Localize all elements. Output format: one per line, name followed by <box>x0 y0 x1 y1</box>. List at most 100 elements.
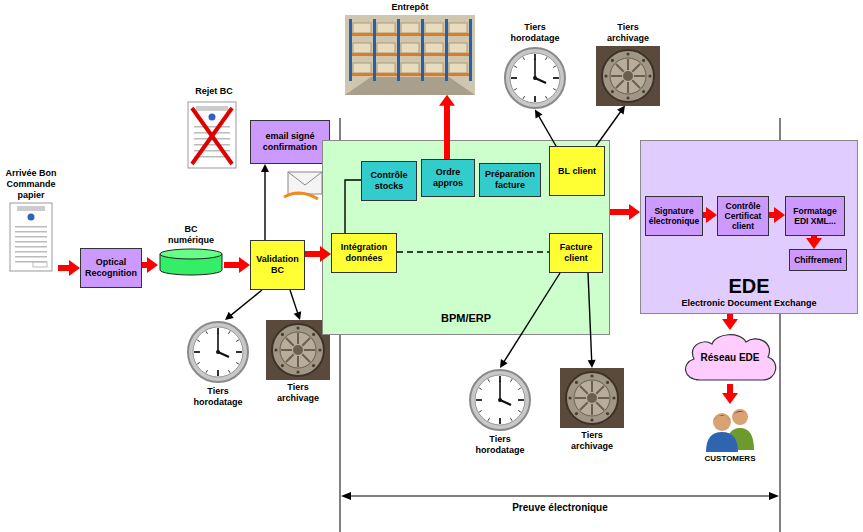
clock-part <box>505 48 565 108</box>
process-box: email signé confirmation <box>250 120 330 164</box>
arrow-head <box>69 260 80 276</box>
clock-part <box>476 399 482 401</box>
ware-part <box>449 23 467 33</box>
decoration-part <box>769 492 779 500</box>
clock-part <box>236 340 239 342</box>
vault-part <box>611 75 622 77</box>
vault-part <box>574 380 610 416</box>
arrow-head <box>722 393 738 404</box>
node-label: Tiers archivage <box>564 430 620 452</box>
people-part <box>732 411 748 416</box>
vault-icon <box>560 368 624 428</box>
node-label: Entrepôt <box>392 2 429 13</box>
vault-part <box>296 370 299 373</box>
clock-part <box>514 88 517 90</box>
clock-part <box>197 340 200 342</box>
clock-part <box>534 96 536 102</box>
decoration-part <box>288 172 322 194</box>
connector-arrow <box>769 207 785 223</box>
clock-part <box>546 57 548 60</box>
node-label: Chiffrement <box>794 255 842 265</box>
people-part <box>706 432 738 452</box>
connector-line <box>264 171 265 240</box>
vault-part <box>575 381 578 384</box>
vault-part <box>575 412 578 415</box>
system-panel: BPM/ERPContrôle stocksOrdre approsPrépar… <box>322 140 610 335</box>
ware-part <box>469 19 472 81</box>
process-box: Signature électronique <box>645 196 703 236</box>
process-box: Préparation facture <box>479 163 541 197</box>
vault-part <box>632 64 640 72</box>
connector-arrow <box>588 273 596 368</box>
vault-part <box>606 381 609 384</box>
arrow-head <box>706 207 717 223</box>
vault-part <box>281 333 284 336</box>
clock-part <box>475 375 525 425</box>
vault-part <box>612 396 615 399</box>
node-label: Contrôle stocks <box>365 170 413 192</box>
clock-part <box>511 379 513 382</box>
process-box: Chiffrement <box>789 249 847 271</box>
connector-arrow <box>703 207 717 223</box>
vault-part <box>606 412 609 415</box>
vault-part <box>286 338 294 346</box>
note-label: Preuve électronique <box>460 502 660 514</box>
clock-part <box>197 363 200 365</box>
vault-part <box>602 50 654 102</box>
vault-part <box>591 404 593 415</box>
node-label: Tiers archivage <box>270 382 326 404</box>
clock-part <box>553 66 556 68</box>
vault-part <box>634 75 645 77</box>
clock-part <box>193 327 243 377</box>
doc-icon <box>9 202 53 272</box>
vault-part <box>604 74 607 77</box>
vault-part <box>312 364 315 367</box>
node-label: BC numérique <box>163 224 219 246</box>
clock-part <box>188 322 248 382</box>
arrow-head <box>439 95 455 106</box>
node-label: Tiers archivage <box>600 22 656 44</box>
clock-part <box>510 53 560 103</box>
vault-part <box>580 386 588 394</box>
ware-part <box>349 53 471 56</box>
clock-part <box>217 333 219 352</box>
vault-part <box>575 397 586 399</box>
connector-line <box>727 384 733 394</box>
icon-node: Tiers archivage <box>552 368 632 452</box>
vault-part <box>623 71 633 81</box>
clock-part <box>553 77 559 79</box>
doc-part <box>15 226 47 228</box>
vault-part <box>566 372 618 424</box>
vault-part <box>590 374 593 377</box>
doc-part <box>10 203 52 271</box>
vault-part <box>596 386 604 394</box>
ware-part <box>401 63 419 73</box>
process-box: BL client <box>549 146 605 196</box>
ware-part <box>445 19 448 81</box>
vault-part <box>616 80 624 88</box>
vault-part <box>596 402 604 410</box>
connector-line <box>305 251 321 257</box>
ware-part <box>345 77 475 95</box>
clock-part <box>236 363 239 365</box>
node-label: Optical Recognition <box>84 257 138 279</box>
arrow-head <box>261 164 269 172</box>
arrow-head <box>617 106 625 115</box>
vault-part <box>274 348 277 351</box>
node-label: Réseau EDE <box>701 352 760 363</box>
vault-part <box>626 96 629 99</box>
node-label: Préparation facture <box>483 169 537 191</box>
node-label: CUSTOMERS <box>705 454 756 464</box>
doc-part <box>33 262 47 267</box>
vault-part <box>642 90 645 93</box>
connector-arrow <box>58 260 80 276</box>
connector-line <box>397 251 549 252</box>
connector-arrow <box>806 236 822 249</box>
arrow-head <box>500 359 508 368</box>
node-label: Tiers horodatage <box>507 22 563 44</box>
clock-part <box>488 379 490 382</box>
arrow-head <box>239 257 250 273</box>
ware-icon <box>345 15 475 95</box>
